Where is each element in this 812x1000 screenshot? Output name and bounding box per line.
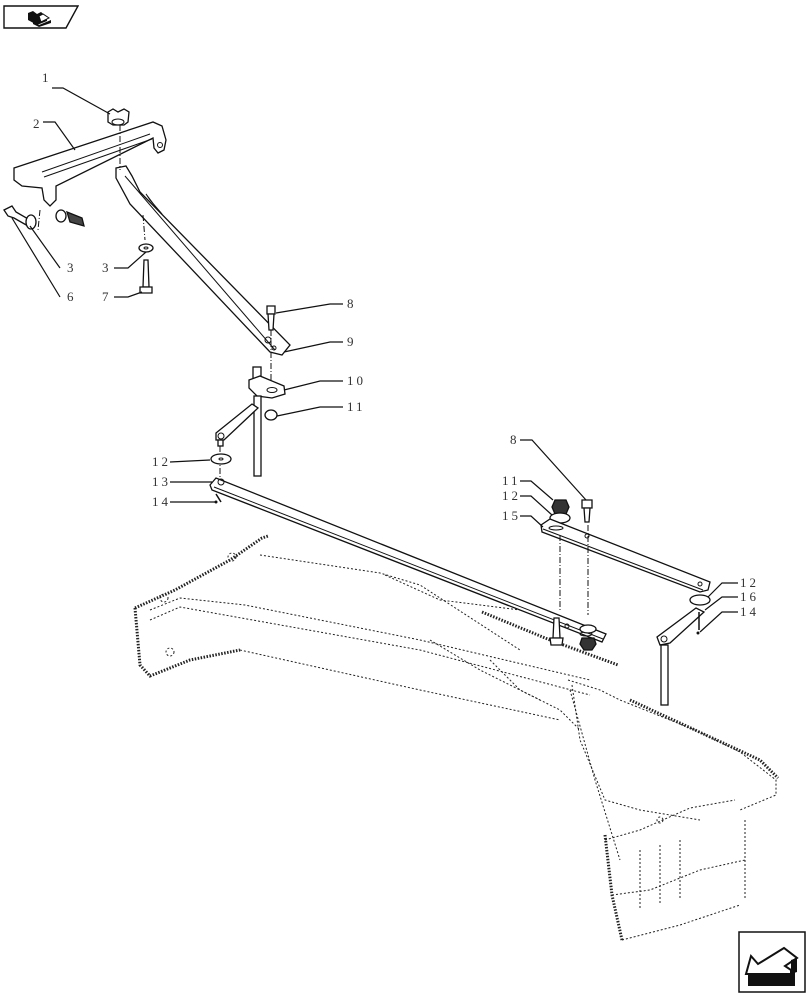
callout-2[interactable]: 2 bbox=[33, 116, 43, 131]
part-3-washer-left[interactable] bbox=[25, 214, 37, 230]
lower-bolt-under-bar bbox=[549, 617, 564, 646]
part-1-knob[interactable] bbox=[107, 108, 130, 126]
part-14-pin-right[interactable] bbox=[696, 612, 700, 635]
part-12-washer-left[interactable] bbox=[210, 453, 232, 465]
part-11-nut-right[interactable] bbox=[551, 499, 570, 515]
arrow-down-left-icon bbox=[738, 931, 806, 993]
washer-nut-assembly bbox=[55, 209, 85, 227]
part-16-lever-arm[interactable] bbox=[656, 607, 706, 646]
part-12-washer-right-lower[interactable] bbox=[689, 594, 711, 606]
part-3-washer-right[interactable] bbox=[138, 243, 154, 253]
book-arrow-icon bbox=[3, 5, 80, 29]
vertical-shaft-left bbox=[253, 395, 262, 477]
leader-lines bbox=[11, 87, 738, 633]
callout-11[interactable]: 11 bbox=[347, 399, 366, 414]
callout-3[interactable]: 3 bbox=[67, 260, 77, 275]
part-8-bolt-upper[interactable] bbox=[266, 305, 276, 331]
lower-lever-arm-left bbox=[215, 403, 260, 447]
callout-12[interactable]: 12 bbox=[740, 575, 759, 590]
callout-9[interactable]: 9 bbox=[347, 334, 357, 349]
part-2-bracket[interactable] bbox=[13, 121, 167, 207]
callout-labels: 1 2 3 3 6 7 8 9 10 11 12 13 14 8 11 12 1… bbox=[33, 70, 759, 619]
callout-3[interactable]: 3 bbox=[102, 260, 112, 275]
lower-washer-nut-under-bar bbox=[579, 624, 597, 651]
vertical-shaft-right bbox=[660, 644, 669, 706]
callout-8[interactable]: 8 bbox=[347, 296, 357, 311]
previous-page-button[interactable] bbox=[3, 3, 80, 29]
callout-8[interactable]: 8 bbox=[510, 432, 520, 447]
part-15-adjuster-bar[interactable] bbox=[540, 518, 711, 593]
part-14-pin-left[interactable] bbox=[214, 493, 222, 504]
callout-12[interactable]: 12 bbox=[152, 454, 171, 469]
chassis-frame-ghost bbox=[133, 534, 780, 941]
part-8-bolt-lower[interactable] bbox=[581, 499, 593, 523]
callout-10[interactable]: 10 bbox=[347, 373, 366, 388]
callout-11[interactable]: 11 bbox=[502, 473, 521, 488]
callout-14[interactable]: 14 bbox=[152, 494, 171, 509]
callout-16[interactable]: 16 bbox=[740, 589, 759, 604]
callout-13[interactable]: 13 bbox=[152, 474, 171, 489]
callout-6[interactable]: 6 bbox=[67, 289, 77, 304]
callout-7[interactable]: 7 bbox=[102, 289, 112, 304]
callout-12[interactable]: 12 bbox=[502, 488, 521, 503]
part-11-nut-upper[interactable] bbox=[264, 409, 278, 421]
part-10-pivot-lever[interactable] bbox=[248, 366, 286, 399]
callout-15[interactable]: 15 bbox=[502, 508, 521, 523]
part-13-tie-bar[interactable] bbox=[209, 477, 607, 643]
next-page-button[interactable] bbox=[737, 930, 807, 994]
callout-1[interactable]: 1 bbox=[42, 70, 52, 85]
part-7-bolt[interactable] bbox=[139, 259, 153, 294]
part-9-arm[interactable] bbox=[115, 165, 291, 356]
callout-14[interactable]: 14 bbox=[740, 604, 759, 619]
